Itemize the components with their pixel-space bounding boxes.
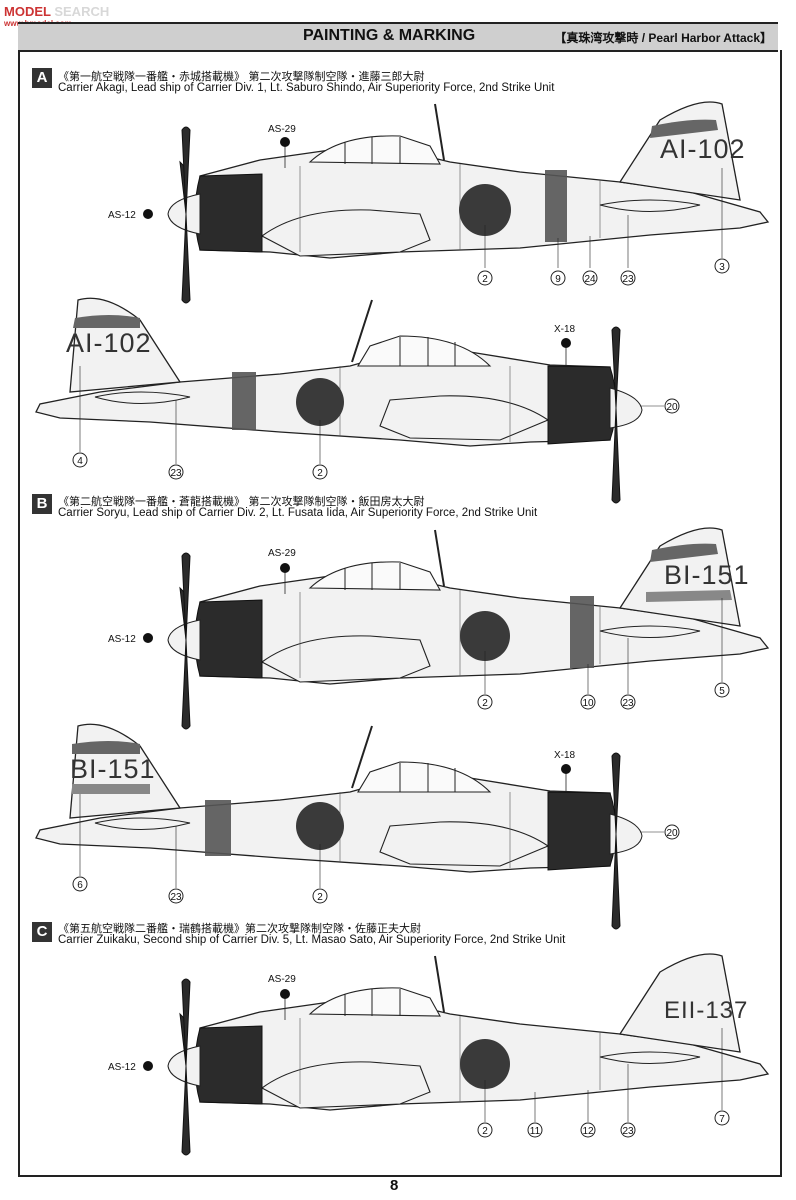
- svg-text:2: 2: [482, 1126, 488, 1137]
- paint-as12-label-b: AS-12: [108, 634, 136, 645]
- page-title: PAINTING & MARKING: [303, 27, 476, 44]
- page-number: 8: [390, 1177, 399, 1194]
- svg-text:4: 4: [77, 456, 83, 467]
- callouts-b-right: 2 10 23 5: [477, 598, 730, 710]
- svg-text:23: 23: [622, 1126, 634, 1137]
- tail-code-b-right: BI-151: [664, 560, 750, 590]
- svg-text:6: 6: [77, 880, 83, 891]
- section-b-letter: B: [32, 494, 52, 514]
- svg-text:20: 20: [666, 828, 678, 839]
- tail-code-b-left: BI-151: [70, 754, 156, 784]
- callouts-a-left: 4 23 2 20: [72, 366, 680, 480]
- svg-text:2: 2: [317, 892, 323, 903]
- section-a-letter: A: [32, 68, 52, 88]
- svg-text:24: 24: [584, 274, 596, 285]
- content-frame: [18, 50, 782, 1177]
- paint-as29-label-c: AS-29: [268, 974, 296, 985]
- tail-code-a-right: AI-102: [660, 134, 746, 164]
- paint-x18-label-b: X-18: [554, 750, 576, 761]
- paint-as29-label-b: AS-29: [268, 548, 296, 559]
- aircraft-c-right-profile: EII-137 AS-29 AS-12 2 11 12 23: [108, 953, 769, 1156]
- tail-code-a-left: AI-102: [66, 328, 152, 358]
- page-header: PAINTING & MARKING 【真珠湾攻撃時 / Pearl Harbo…: [18, 22, 778, 52]
- svg-text:23: 23: [170, 892, 182, 903]
- tail-code-c-right: EII-137: [664, 997, 748, 1024]
- callouts-a-right: 2 9 24 23 3: [477, 168, 730, 286]
- hinomaru-marking: [459, 184, 511, 236]
- paint-as29-label: AS-29: [268, 124, 296, 135]
- svg-text:2: 2: [482, 274, 488, 285]
- watermark-brand: MODEL: [4, 4, 51, 19]
- svg-text:23: 23: [170, 468, 182, 479]
- callouts-c-right: 2 11 12 23 7: [477, 1028, 730, 1138]
- svg-text:23: 23: [622, 274, 634, 285]
- watermark-site: SEARCH: [54, 4, 110, 19]
- section-b-title-jp: 《第二航空戦隊一番艦・蒼龍搭載機》 第二次攻撃隊制空隊・飯田房太大尉: [58, 495, 425, 508]
- svg-text:3: 3: [719, 262, 725, 273]
- section-a-title-en: Carrier Akagi, Lead ship of Carrier Div.…: [58, 82, 555, 94]
- svg-text:10: 10: [582, 698, 594, 709]
- svg-text:9: 9: [555, 274, 561, 285]
- section-a-title-jp: 《第一航空戦隊一番艦・赤城搭載機》 第二次攻撃隊制空隊・進藤三郎大尉: [58, 70, 425, 83]
- svg-text:7: 7: [719, 1114, 725, 1125]
- section-c-title-en: Carrier Zuikaku, Second ship of Carrier …: [58, 934, 566, 946]
- paint-x18-label: X-18: [554, 324, 576, 335]
- svg-text:12: 12: [582, 1126, 594, 1137]
- section-c-letter: C: [32, 922, 52, 942]
- svg-text:5: 5: [719, 686, 725, 697]
- aircraft-a-left-profile: AI-102 X-18 4 23 2 20: [35, 297, 680, 504]
- page-subtitle: 【真珠湾攻撃時 / Pearl Harbor Attack】: [554, 31, 772, 45]
- aircraft-b-left-profile: BI-151 X-18 6 23 2 20: [35, 723, 680, 930]
- section-c-title-jp: 《第五航空戦隊二番艦・瑞鶴搭載機》第二次攻撃隊制空隊・佐藤正夫大尉: [58, 922, 421, 935]
- svg-text:11: 11: [530, 1126, 541, 1137]
- aircraft-b-right-profile: BI-151 AS-29 AS-12 2 10 23 5: [108, 527, 769, 730]
- callouts-b-left: 6 23 2 20: [72, 794, 680, 904]
- paint-as12-label: AS-12: [108, 210, 136, 221]
- section-b-title-en: Carrier Soryu, Lead ship of Carrier Div.…: [58, 507, 538, 519]
- paint-as12-label-c: AS-12: [108, 1062, 136, 1073]
- svg-text:20: 20: [666, 402, 678, 413]
- svg-text:2: 2: [482, 698, 488, 709]
- svg-text:2: 2: [317, 468, 323, 479]
- aircraft-a-right-profile: AI-102 AS-29 AS-12 2 9 24 23 3: [108, 101, 769, 304]
- svg-text:23: 23: [622, 698, 634, 709]
